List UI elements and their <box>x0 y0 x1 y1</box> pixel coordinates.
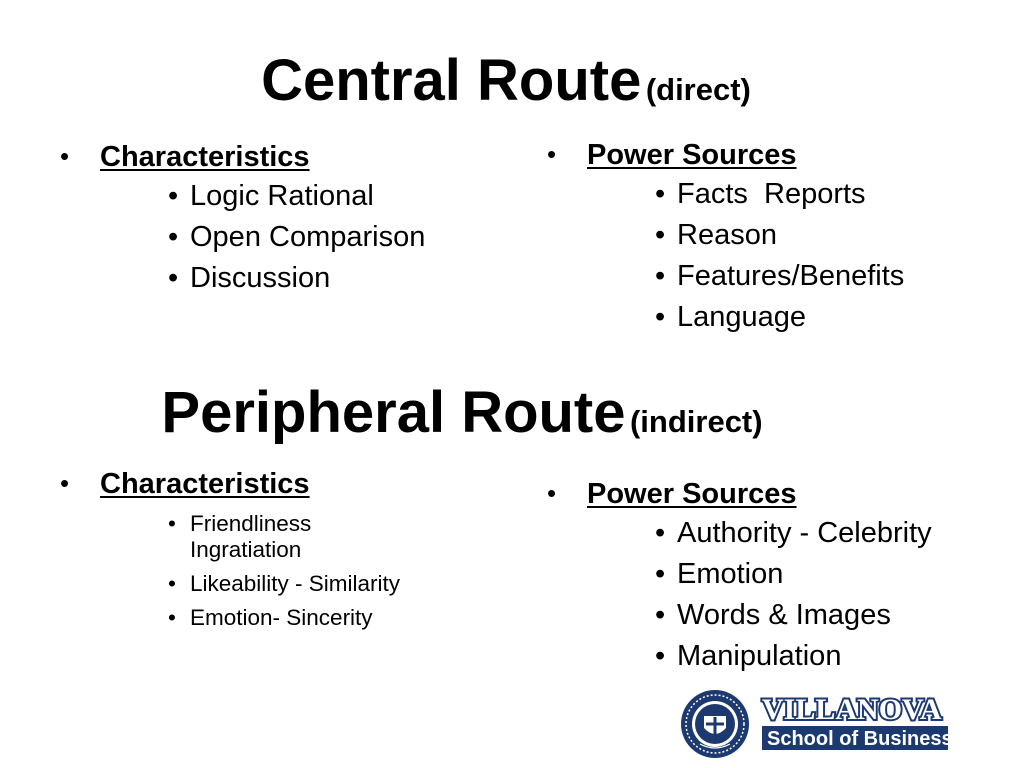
central-power-sources-list: •Facts Reports •Reason •Features/Benefit… <box>655 174 905 338</box>
list-item: •Reason <box>655 219 777 251</box>
villanova-logo: VILLANOVA School of Business <box>681 690 950 758</box>
peripheral-characteristics: • Characteristics • Friendliness Ingrati… <box>60 468 401 631</box>
list-item: •Authority - Celebrity <box>655 517 932 549</box>
peripheral-power-sources-list: •Authority - Celebrity •Emotion •Words &… <box>655 513 932 677</box>
characteristics-heading: Characteristics <box>100 468 310 500</box>
peripheral-route-subtitle: (indirect) <box>629 404 763 439</box>
list-item: •Open Comparison <box>168 221 426 253</box>
central-characteristics-list: •Logic Rational •Open Comparison •Discus… <box>168 176 426 299</box>
central-route-heading: Central Route <box>261 48 642 113</box>
list-item: • Likeability - Similarity <box>168 571 401 596</box>
peripheral-route-title: Peripheral Route (indirect) <box>0 384 974 442</box>
bullet: • <box>60 468 70 498</box>
bullet: • <box>547 478 557 508</box>
villanova-wordmark: VILLANOVA <box>762 693 942 726</box>
peripheral-route-heading: Peripheral Route <box>161 380 626 445</box>
power-sources-heading: Power Sources <box>587 139 797 171</box>
list-item: •Language <box>655 301 807 333</box>
villanova-seal-icon <box>681 690 749 758</box>
central-power-sources: • Power Sources •Facts Reports •Reason •… <box>547 139 905 338</box>
bullet: • <box>547 139 557 169</box>
list-item: •Emotion <box>655 558 784 590</box>
central-route-subtitle: (direct) <box>645 72 751 107</box>
list-item: •Words & Images <box>655 599 891 631</box>
list-item: •Logic Rational <box>168 180 374 212</box>
school-of-business-wordmark: School of Business <box>767 728 950 750</box>
characteristics-heading: Characteristics <box>100 141 310 173</box>
list-item: • Friendliness Ingratiation <box>168 511 312 562</box>
list-item: •Discussion <box>168 262 331 294</box>
peripheral-power-sources: • Power Sources •Authority - Celebrity •… <box>547 478 932 677</box>
list-item: • Emotion- Sincerity <box>168 605 373 630</box>
list-item: •Features/Benefits <box>655 260 905 292</box>
list-item: •Manipulation <box>655 640 842 672</box>
central-route-title: Central Route (direct) <box>0 52 1018 110</box>
power-sources-heading: Power Sources <box>587 478 797 510</box>
list-item: •Facts Reports <box>655 178 866 210</box>
bullet: • <box>60 141 70 171</box>
peripheral-characteristics-list: • Friendliness Ingratiation • Likeabilit… <box>168 511 401 631</box>
central-characteristics: • Characteristics •Logic Rational •Open … <box>60 141 426 299</box>
